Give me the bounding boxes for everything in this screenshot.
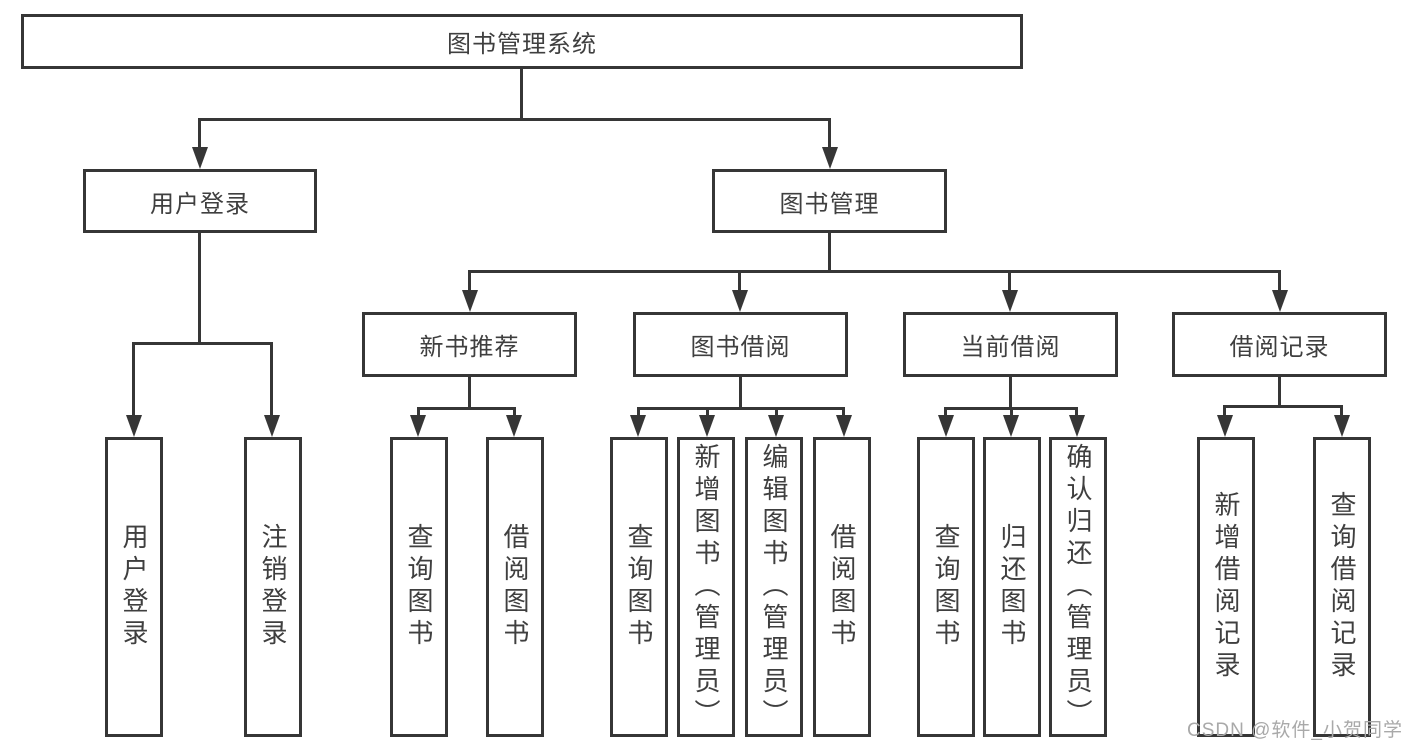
- node-label: 编辑图书（管理员）: [759, 443, 789, 731]
- arrowhead-down-icon: [822, 147, 838, 169]
- leaf-query-books: 查询图书: [917, 437, 975, 737]
- leaf-logout: 注销登录: [244, 437, 302, 737]
- node-label: 借阅图书: [500, 523, 530, 651]
- node-label: 查询借阅记录: [1327, 491, 1357, 683]
- connector-line: [828, 233, 831, 272]
- arrowhead-down-icon: [192, 147, 208, 169]
- node-label: 借阅图书: [827, 523, 857, 651]
- node-user-login-branch: 用户登录: [83, 169, 317, 233]
- watermark-text: CSDN @软件_小贺同学: [1187, 720, 1403, 741]
- arrowhead-down-icon: [1217, 415, 1233, 437]
- connector-line: [1223, 405, 1343, 408]
- connector-line: [706, 407, 709, 417]
- arrowhead-down-icon: [836, 415, 852, 437]
- connector-line: [1075, 407, 1078, 417]
- leaf-add-book-admin: 新增图书（管理员）: [677, 437, 735, 737]
- leaf-query-books: 查询图书: [610, 437, 668, 737]
- connector-line: [468, 273, 471, 293]
- leaf-user-login: 用户登录: [105, 437, 163, 737]
- connector-line: [637, 407, 640, 417]
- node-label: 借阅记录: [1229, 334, 1330, 361]
- connector-line: [1340, 405, 1343, 417]
- connector-line: [1223, 405, 1226, 417]
- connector-line: [198, 233, 201, 342]
- node-label: 图书管理: [779, 190, 880, 218]
- arrowhead-down-icon: [938, 415, 954, 437]
- connector-line: [1008, 273, 1011, 293]
- node-label: 新增图书（管理员）: [691, 443, 721, 731]
- leaf-borrow-books: 借阅图书: [813, 437, 871, 737]
- arrowhead-down-icon: [732, 290, 748, 312]
- node-book-management-branch: 图书管理: [712, 169, 947, 233]
- node-label: 注销登录: [258, 523, 288, 651]
- arrowhead-down-icon: [506, 415, 522, 437]
- connector-line: [637, 407, 845, 410]
- node-book-borrowing: 图书借阅: [633, 312, 848, 377]
- connector-line: [944, 407, 947, 417]
- node-label: 图书借阅: [690, 334, 791, 361]
- connector-line: [132, 342, 273, 345]
- leaf-add-borrow-record: 新增借阅记录: [1197, 437, 1255, 737]
- connector-line: [468, 270, 1281, 273]
- arrowhead-down-icon: [630, 415, 646, 437]
- connector-line: [828, 118, 831, 150]
- node-new-book-recommendation: 新书推荐: [362, 312, 577, 377]
- node-label: 当前借阅: [960, 334, 1061, 361]
- connector-line: [1009, 377, 1012, 407]
- node-label: 新增借阅记录: [1211, 491, 1241, 683]
- connector-line: [417, 407, 420, 417]
- connector-line: [739, 377, 742, 407]
- node-label: 用户登录: [119, 523, 149, 651]
- leaf-query-borrow-record: 查询借阅记录: [1313, 437, 1371, 737]
- node-label: 查询图书: [931, 523, 961, 651]
- connector-line: [198, 118, 831, 121]
- node-borrowing-records: 借阅记录: [1172, 312, 1387, 377]
- connector-line: [198, 118, 201, 150]
- node-library-management-system: 图书管理系统: [21, 14, 1023, 69]
- connector-line: [417, 407, 516, 410]
- connector-line: [513, 407, 516, 417]
- node-label: 查询图书: [624, 523, 654, 651]
- node-label: 查询图书: [404, 523, 434, 651]
- node-label: 确认归还（管理员）: [1063, 443, 1093, 731]
- arrowhead-down-icon: [1002, 290, 1018, 312]
- connector-line: [132, 345, 135, 417]
- connector-line: [468, 377, 471, 407]
- leaf-edit-book-admin: 编辑图书（管理员）: [745, 437, 803, 737]
- arrowhead-down-icon: [768, 415, 784, 437]
- arrowhead-down-icon: [1272, 290, 1288, 312]
- node-current-borrowing: 当前借阅: [903, 312, 1118, 377]
- connector-line: [738, 273, 741, 293]
- connector-line: [270, 345, 273, 417]
- connector-line: [775, 407, 778, 417]
- connector-line: [520, 69, 523, 118]
- arrowhead-down-icon: [462, 290, 478, 312]
- node-label: 图书管理系统: [447, 31, 597, 58]
- node-label: 新书推荐: [419, 334, 520, 361]
- arrowhead-down-icon: [699, 415, 715, 437]
- connector-line: [842, 407, 845, 417]
- connector-line: [1010, 407, 1013, 417]
- leaf-query-books: 查询图书: [390, 437, 448, 737]
- node-label: 用户登录: [150, 190, 250, 218]
- arrowhead-down-icon: [264, 415, 280, 437]
- arrowhead-down-icon: [1334, 415, 1350, 437]
- arrowhead-down-icon: [126, 415, 142, 437]
- leaf-confirm-return-admin: 确认归还（管理员）: [1049, 437, 1107, 737]
- leaf-borrow-books: 借阅图书: [486, 437, 544, 737]
- node-label: 归还图书: [997, 523, 1027, 651]
- connector-line: [1278, 377, 1281, 405]
- leaf-return-books: 归还图书: [983, 437, 1041, 737]
- connector-line: [1278, 273, 1281, 293]
- arrowhead-down-icon: [1003, 415, 1019, 437]
- arrowhead-down-icon: [410, 415, 426, 437]
- arrowhead-down-icon: [1069, 415, 1085, 437]
